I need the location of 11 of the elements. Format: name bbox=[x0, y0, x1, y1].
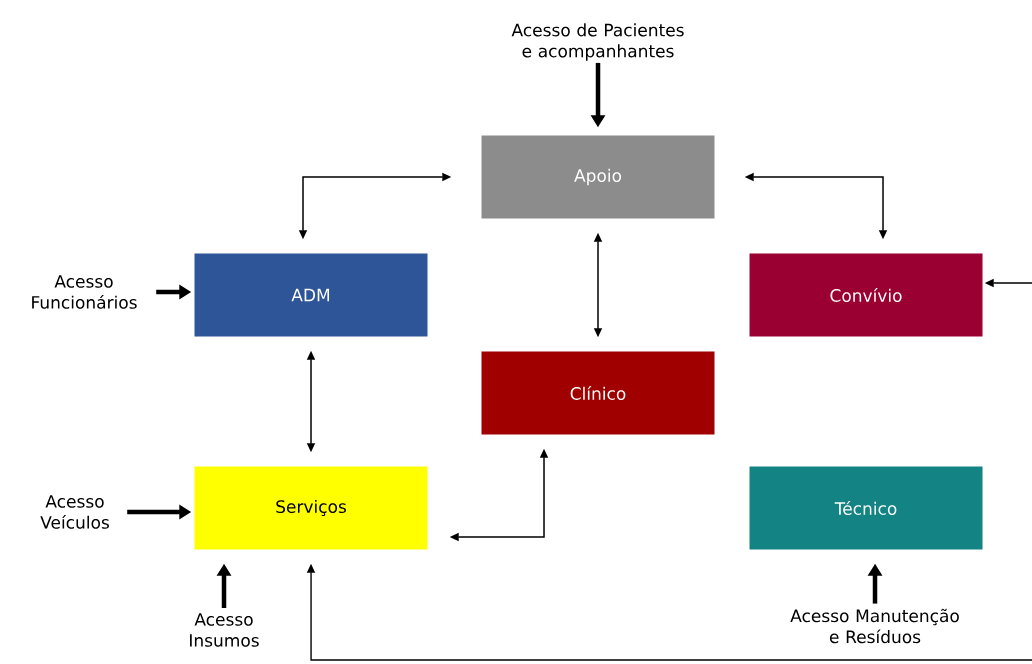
process-box: Convívio bbox=[749, 253, 983, 337]
access-label: Acesso Veículos bbox=[40, 495, 109, 529]
process-box: ADM bbox=[194, 253, 428, 337]
process-box: Técnico bbox=[749, 466, 983, 550]
access-label: Acesso Funcionários bbox=[32, 275, 137, 309]
access-label: Acesso de Pacientes e acompanhantes bbox=[511, 23, 684, 61]
access-label: Acesso Insumos bbox=[190, 613, 259, 647]
process-box: Serviços bbox=[194, 466, 428, 550]
process-box: Apoio bbox=[481, 135, 715, 219]
process-box: Clínico bbox=[481, 351, 715, 435]
access-label: Acesso Manutenção e Resíduos bbox=[790, 608, 959, 644]
